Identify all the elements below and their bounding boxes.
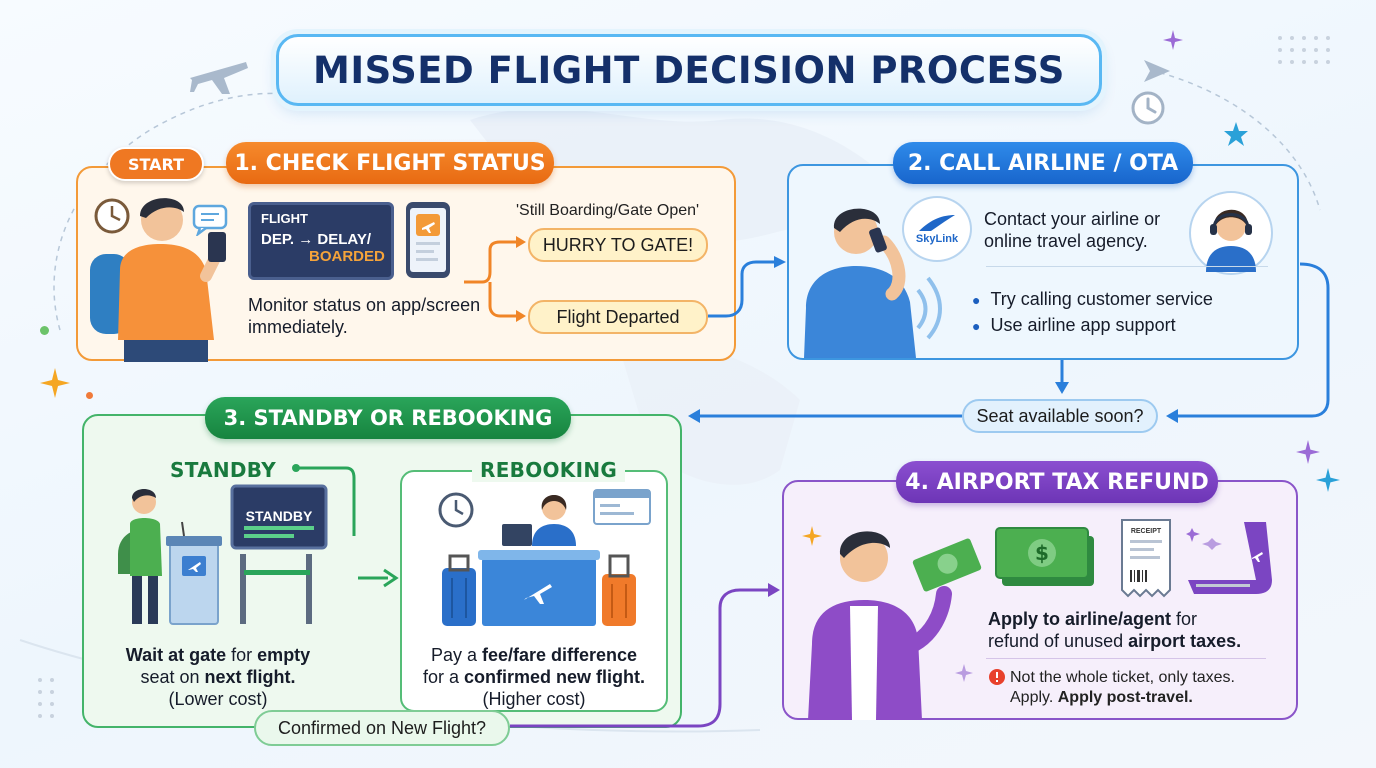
standby-screen-text: STANDBY [245, 508, 313, 524]
warning-line-1: Not the whole ticket, only taxes. [1010, 669, 1235, 686]
connector-step1-to-step2 [708, 256, 786, 318]
standby-bold-1: Wait at gate [125, 645, 227, 665]
board-line-2: DEP. → DELAY/ [261, 231, 372, 248]
phone-app-icon [406, 202, 450, 278]
connector-step2-to-step3 [688, 262, 1330, 423]
rebooking-bold-1: fee/fare difference [481, 645, 638, 665]
standby-text-1: for [226, 645, 258, 665]
option-flight-departed: Flight Departed [528, 300, 708, 334]
airplane-icon [190, 62, 248, 94]
step2-heading: 2. CALL AIRLINE / OTA [893, 142, 1193, 184]
rebooking-desk-illustration [438, 489, 651, 626]
rebooking-label: REBOOKING [472, 458, 626, 482]
board-line-3: BOARDED [309, 248, 385, 265]
bullet-text: Try calling customer service [990, 289, 1213, 309]
chat-icon [192, 204, 228, 236]
step3-heading: 3. STANDBY OR REBOOKING [205, 397, 571, 439]
airplane-arrow-icon [1144, 60, 1170, 82]
rebooking-bold-2: confirmed new flight. [464, 667, 646, 687]
page-title: MISSED FLIGHT DECISION PROCESS [313, 48, 1065, 92]
bullet-item: ● Use airline app support [972, 314, 1272, 337]
rebooking-description: Pay a fee/fare difference for a confirme… [404, 644, 664, 710]
rebooking-line-2: for a confirmed new flight. [404, 666, 664, 688]
standby-line-2: seat on next flight. [96, 666, 340, 688]
star-icon [1224, 122, 1248, 146]
step4-bold-2: airport taxes. [1128, 631, 1242, 651]
sparkle-icon [1296, 440, 1320, 464]
cash-icon: $ [995, 527, 1094, 586]
title-banner: MISSED FLIGHT DECISION PROCESS [276, 34, 1102, 106]
receipt-label: RECEIPT [1130, 528, 1162, 535]
clock-icon [1131, 91, 1165, 125]
standby-bold-2: empty [257, 645, 311, 665]
branch-arrows [464, 236, 526, 322]
branch-note: 'Still Boarding/Gate Open' [516, 202, 700, 219]
step4-text-2: refund of unused [988, 631, 1129, 651]
step2-description: Contact your airline or online travel ag… [984, 209, 1161, 251]
svg-text:$: $ [1035, 541, 1049, 565]
connector-step3-to-step4 [510, 583, 780, 728]
sparkle-icon [40, 368, 70, 398]
standby-label: STANDBY [170, 458, 277, 482]
airline-brand-badge: SkyLink [902, 196, 972, 262]
standby-cost-note: (Lower cost) [168, 689, 268, 709]
step4-heading: 4. AIRPORT TAX REFUND [896, 461, 1218, 503]
question-confirmed-new-flight: Confirmed on New Flight? [254, 710, 510, 746]
warning-line-2: Apply. Apply post-travel. [1010, 688, 1290, 708]
standby-description: Wait at gate for empty seat on next flig… [96, 644, 340, 710]
standby-gate-illustration [118, 484, 328, 625]
bullet-dot: ● [972, 292, 981, 308]
standby-text-2: seat on [140, 667, 205, 687]
decor-dot [40, 326, 49, 335]
airplane-tail-icon [1186, 522, 1272, 594]
step4-warning: Not the whole ticket, only taxes. Apply.… [1010, 668, 1290, 708]
start-badge: START [108, 147, 204, 181]
step4-description: Apply to airline/agent for refund of unu… [988, 608, 1278, 652]
arrow-right-icon [358, 568, 399, 588]
receipt-icon [1121, 519, 1171, 598]
flight-status-board: FLIGHT DEP. → DELAY/ BOARDED [248, 202, 394, 280]
airline-wing-icon [919, 215, 955, 231]
board-line-1: FLIGHT [261, 211, 308, 226]
step1-description: Monitor status on app/screen immediately… [248, 295, 481, 337]
warning-icon [989, 669, 1005, 685]
option-hurry-to-gate: HURRY TO GATE! [528, 228, 708, 262]
question-seat-available: Seat available soon? [962, 399, 1158, 433]
airline-brand-name: SkyLink [915, 233, 959, 245]
standby-line-1: Wait at gate for empty [96, 644, 340, 666]
traveler-with-phone-illustration [90, 198, 226, 362]
headset-agent-icon [1189, 191, 1273, 275]
step1-heading: 1. CHECK FLIGHT STATUS [226, 142, 554, 184]
step4-text-1: for [1171, 609, 1198, 629]
rebooking-cost-note: (Higher cost) [482, 689, 586, 709]
step4-bold-1: Apply to airline/agent [988, 609, 1172, 629]
rebooking-text-2: for a [422, 667, 464, 687]
warning-bold-2: Apply post-travel. [1057, 689, 1193, 706]
step2-bullets: ● Try calling customer service ● Use airli… [972, 288, 1272, 337]
bullet-item: ● Try calling customer service [972, 288, 1272, 311]
decor-dot [86, 392, 93, 399]
standby-bold-3: next flight. [204, 667, 296, 687]
step4-line-1: Apply to airline/agent for [988, 608, 1278, 630]
sparkle-icon [1163, 30, 1183, 50]
sparkle-icon [1316, 468, 1340, 492]
rebooking-line-1: Pay a fee/fare difference [404, 644, 664, 666]
rebooking-text-1: Pay a [430, 645, 482, 665]
person-with-cash-illustration [802, 526, 982, 720]
person-calling-illustration [804, 208, 942, 358]
divider [986, 266, 1268, 267]
step4-line-2: refund of unused airport taxes. [988, 630, 1278, 652]
standby-to-rebooking-connector [292, 464, 356, 536]
bullet-dot: ● [972, 318, 981, 334]
divider [986, 658, 1266, 659]
warning-text-2: Apply. [1010, 689, 1058, 706]
bullet-text: Use airline app support [990, 315, 1176, 335]
